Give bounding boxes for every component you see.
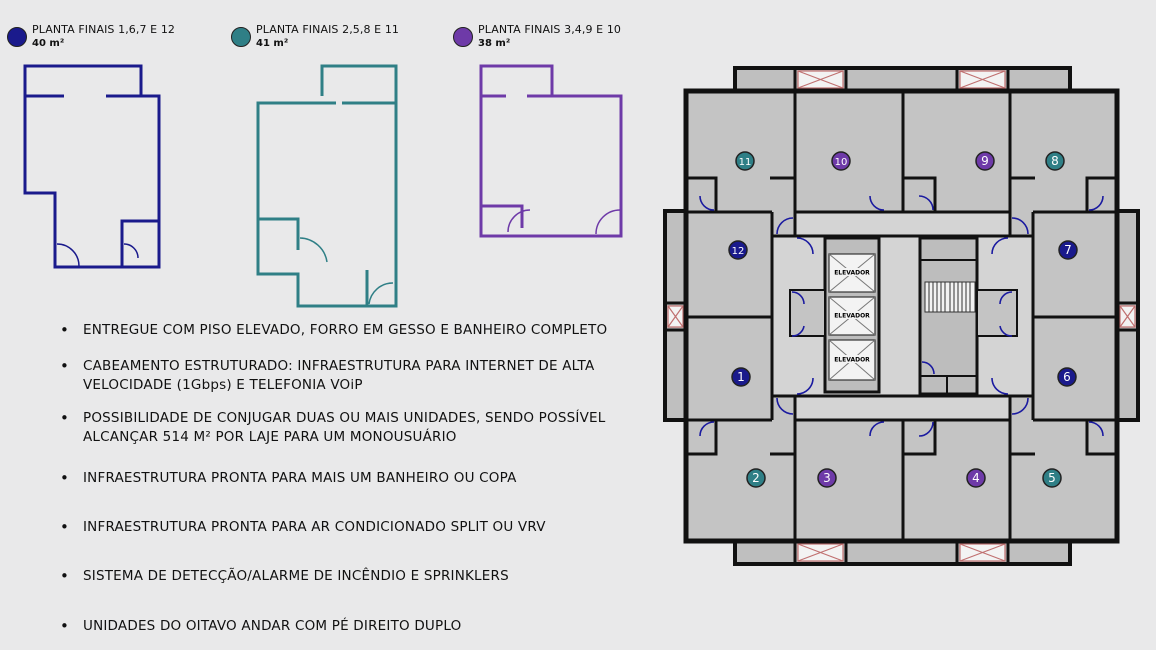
unit-marker-2: 2 [746,468,766,488]
unit-number: 5 [1048,471,1056,485]
unit-number: 4 [972,471,980,485]
feature-item: SISTEMA DE DETECÇÃO/ALARME DE INCÊNDIO E… [60,567,643,586]
unit-marker-circle [735,151,755,171]
unit-number: 7 [1064,243,1072,257]
feature-item: UNIDADES DO OITAVO ANDAR COM PÉ DIREITO … [60,617,643,636]
unit-marker-circle [1042,468,1062,488]
legend-area: 38 m² [478,38,511,49]
legend-color-dot [453,27,473,47]
unit-marker-circle [817,468,837,488]
unit-marker-circle [728,240,748,260]
feature-item: INFRAESTRUTURA PRONTA PARA MAIS UM BANHE… [60,469,643,488]
elevator-2: ELEVADOR [828,296,876,336]
unit-marker-11: 11 [735,151,755,171]
unit-marker-circle [1058,240,1078,260]
legend-title: PLANTA FINAIS 3,4,9 E 10 [478,23,622,36]
unit-number: 3 [823,471,831,485]
unit-marker-circle [746,468,766,488]
elevator-label: ELEVADOR [834,313,870,320]
unit-marker-9: 9 [975,151,995,171]
unit-marker-circle [831,151,851,171]
unit-marker-circle [731,367,751,387]
unit-number: 10 [835,157,848,168]
unit-marker-6: 6 [1057,367,1077,387]
unit-marker-7: 7 [1058,240,1078,260]
feature-item: INFRAESTRUTURA PRONTA PARA AR CONDICIONA… [60,518,643,537]
unit-number: 12 [732,246,745,257]
feature-item: ENTREGUE COM PISO ELEVADO, FORRO EM GESS… [60,321,643,340]
unit-number: 1 [737,370,745,384]
unit-marker-circle [975,151,995,171]
legend-area: 40 m² [32,38,65,49]
legend-title: PLANTA FINAIS 2,5,8 E 11 [256,23,400,36]
elevator-1: ELEVADOR [828,253,876,293]
elevator-label: ELEVADOR [834,357,870,364]
legend-title: PLANTA FINAIS 1,6,7 E 12 [32,23,176,36]
unit-marker-8: 8 [1045,151,1065,171]
legend-color-dot [7,27,27,47]
legend-color-dot [231,27,251,47]
unit-number: 6 [1063,370,1071,384]
unit-marker-5: 5 [1042,468,1062,488]
feature-item: POSSIBILIDADE DE CONJUGAR DUAS OU MAIS U… [60,409,643,447]
unit-number: 9 [981,154,989,168]
unit-number: 8 [1051,154,1059,168]
legend-area: 41 m² [256,38,289,49]
unit-marker-12: 12 [728,240,748,260]
unit-marker-circle [1057,367,1077,387]
unit-marker-10: 10 [831,151,851,171]
unit-number: 2 [752,471,760,485]
unit-number: 11 [739,157,752,168]
unit-marker-circle [1045,151,1065,171]
unit-marker-1: 1 [731,367,751,387]
elevator-label: ELEVADOR [834,270,870,277]
unit-marker-3: 3 [817,468,837,488]
unit-marker-4: 4 [966,468,986,488]
elevator-3: ELEVADOR [828,339,876,381]
feature-item: CABEAMENTO ESTRUTURADO: INFRAESTRUTURA P… [60,357,643,395]
unit-marker-circle [966,468,986,488]
